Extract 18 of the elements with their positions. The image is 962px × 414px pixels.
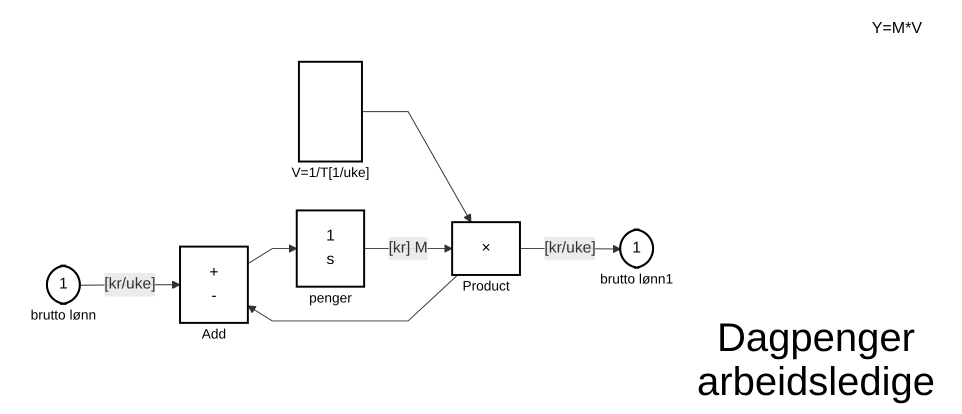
block-name: brutto lønn bbox=[30, 307, 96, 322]
diagram-title: Dagpenger arbeidsledige bbox=[696, 316, 936, 404]
block-name: penger bbox=[309, 290, 352, 306]
block-name: brutto lønn1 bbox=[600, 271, 674, 286]
block-name: V=1/T[1/uke] bbox=[291, 165, 370, 180]
node-box: 1 s bbox=[296, 209, 366, 288]
edge-label: [kr/uke] bbox=[544, 240, 596, 256]
node-box bbox=[298, 60, 363, 162]
node-box: + - bbox=[179, 246, 249, 324]
block-name: Add bbox=[202, 326, 226, 342]
arrow bbox=[247, 274, 458, 322]
arrow bbox=[247, 244, 298, 264]
block-name: Product bbox=[462, 278, 510, 294]
node-box: × bbox=[451, 221, 521, 276]
arrow bbox=[361, 111, 472, 223]
edge-label: [kr/uke] bbox=[104, 276, 156, 293]
edge-label: [kr] M bbox=[388, 240, 428, 256]
signal-label: Y=M*V bbox=[872, 20, 922, 38]
